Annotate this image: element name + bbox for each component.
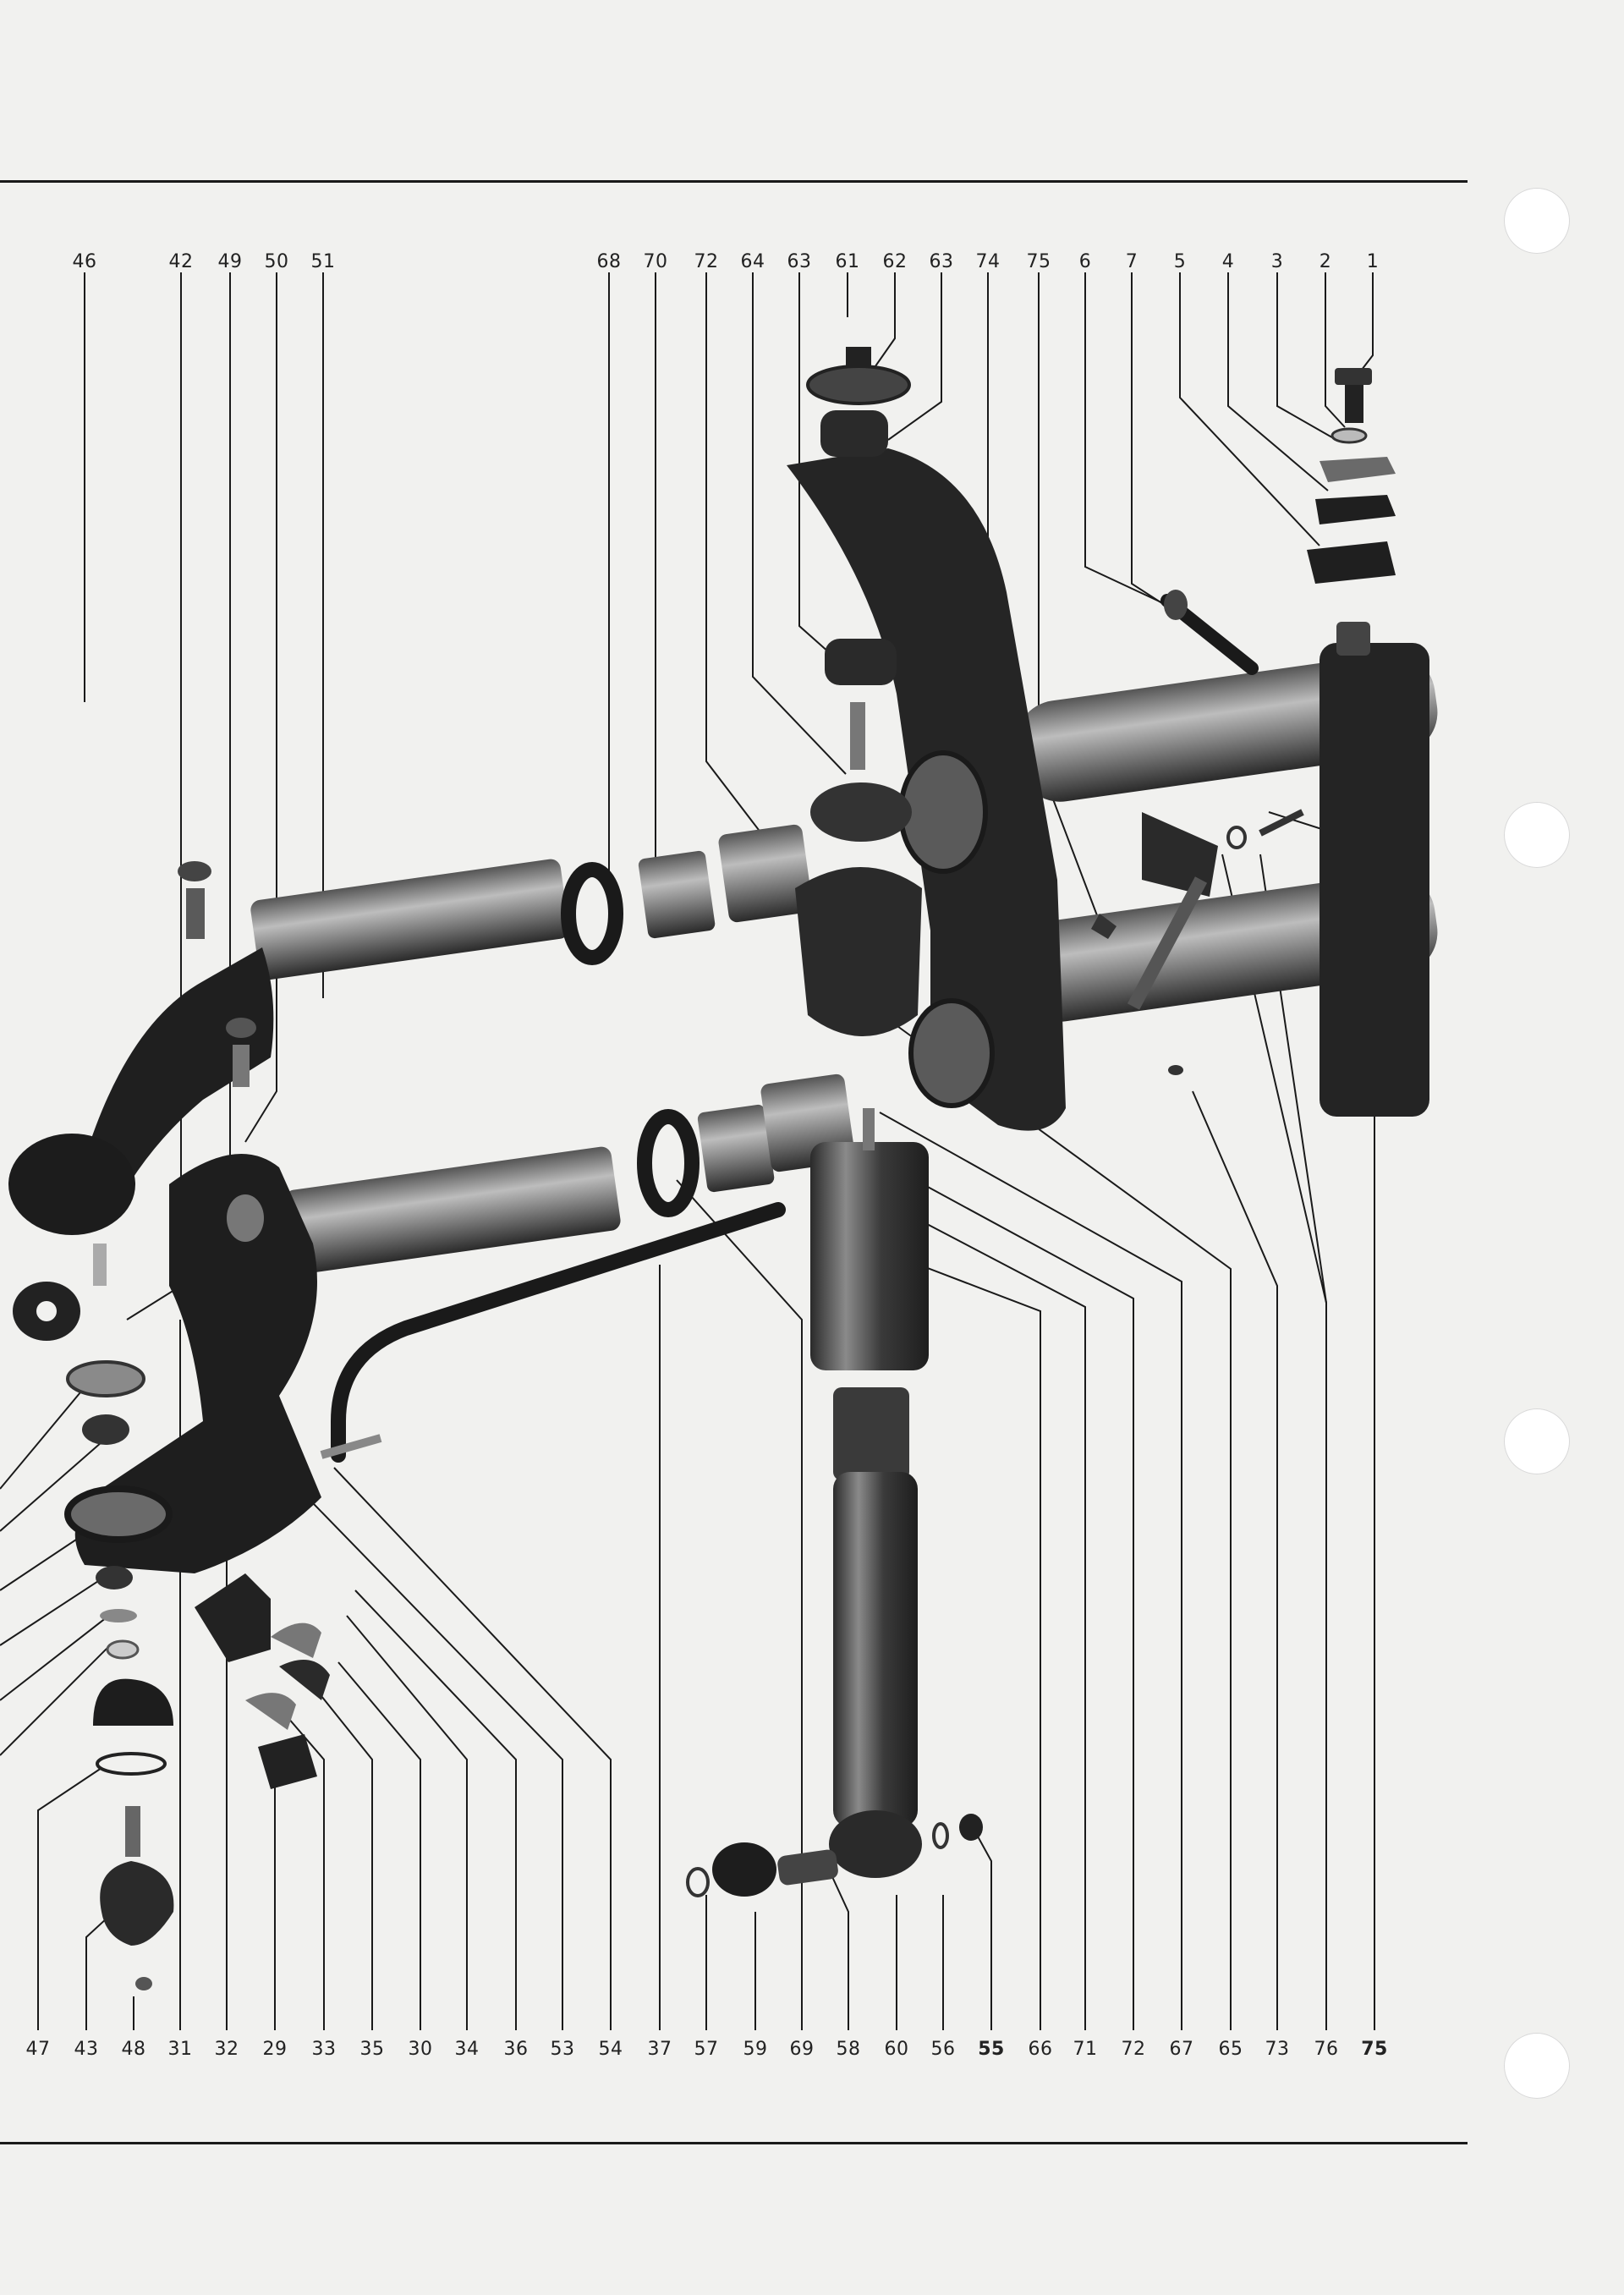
punch-hole-upper	[1504, 802, 1570, 868]
callout-72: 72	[694, 251, 719, 272]
callout-55: 55	[978, 2039, 1005, 2060]
upper-control-arm	[85, 947, 274, 1201]
callout-61: 61	[835, 251, 860, 272]
callout-64: 64	[740, 251, 765, 272]
callout-35: 35	[359, 2039, 385, 2060]
callout-75b: 75	[1361, 2039, 1388, 2060]
callout-57: 57	[694, 2039, 719, 2060]
callout-68: 68	[596, 251, 622, 272]
top-rule	[0, 180, 1468, 183]
punch-hole-lower	[1504, 1408, 1570, 1474]
callout-71: 71	[1073, 2039, 1098, 2060]
callout-51: 51	[310, 251, 336, 272]
callout-69: 69	[789, 2039, 815, 2060]
axle-beam-assembly	[1015, 622, 1438, 1117]
callout-63b: 63	[929, 251, 954, 272]
callout-54: 54	[598, 2039, 623, 2060]
callout-34: 34	[454, 2039, 480, 2060]
callout-2: 2	[1319, 251, 1332, 272]
callout-58: 58	[836, 2039, 861, 2060]
punch-hole-bottom	[1504, 2033, 1570, 2099]
upper-shaft-tube	[250, 859, 569, 980]
lower-shaft-tube	[284, 1146, 621, 1274]
callout-3: 3	[1270, 251, 1284, 272]
callout-31: 31	[167, 2039, 193, 2060]
callout-33: 33	[311, 2039, 337, 2060]
callout-47: 47	[25, 2039, 51, 2060]
callout-75: 75	[1026, 251, 1051, 272]
callout-53: 53	[550, 2039, 575, 2060]
callout-6: 6	[1078, 251, 1092, 272]
lower-control-arm	[74, 1154, 321, 1573]
callout-46: 46	[72, 251, 97, 272]
rubber-bushings	[195, 1573, 330, 1789]
callout-66: 66	[1028, 2039, 1053, 2060]
callout-59: 59	[743, 2039, 768, 2060]
callout-60: 60	[884, 2039, 909, 2060]
callout-49: 49	[217, 251, 243, 272]
callout-70: 70	[643, 251, 668, 272]
callout-65: 65	[1218, 2039, 1243, 2060]
punch-hole-top	[1504, 188, 1570, 254]
callout-30: 30	[408, 2039, 433, 2060]
bottom-rule	[0, 2142, 1468, 2144]
upper-left-hardware	[66, 861, 256, 1990]
top-mount-stack	[795, 347, 922, 1036]
shock-absorber	[686, 1108, 983, 1897]
callout-67: 67	[1169, 2039, 1194, 2060]
callout-62: 62	[882, 251, 908, 272]
callout-37: 37	[647, 2039, 672, 2060]
callout-72b: 72	[1121, 2039, 1146, 2060]
callout-7: 7	[1125, 251, 1138, 272]
callout-36: 36	[503, 2039, 529, 2060]
callout-56: 56	[930, 2039, 956, 2060]
callout-48: 48	[121, 2039, 146, 2060]
callout-43: 43	[74, 2039, 99, 2060]
callout-76: 76	[1314, 2039, 1339, 2060]
callout-32: 32	[214, 2039, 239, 2060]
callout-74: 74	[975, 251, 1001, 272]
stabilizer-bar	[331, 1202, 786, 1463]
callout-73: 73	[1265, 2039, 1290, 2060]
callout-29: 29	[262, 2039, 288, 2060]
callout-1: 1	[1366, 251, 1380, 272]
callout-42: 42	[168, 251, 194, 272]
callout-50: 50	[264, 251, 289, 272]
upper-ball-joint	[8, 1134, 135, 1235]
callout-5: 5	[1173, 251, 1187, 272]
top-right-hardware	[1091, 368, 1396, 1075]
callout-4: 4	[1221, 251, 1235, 272]
callout-63: 63	[787, 251, 812, 272]
